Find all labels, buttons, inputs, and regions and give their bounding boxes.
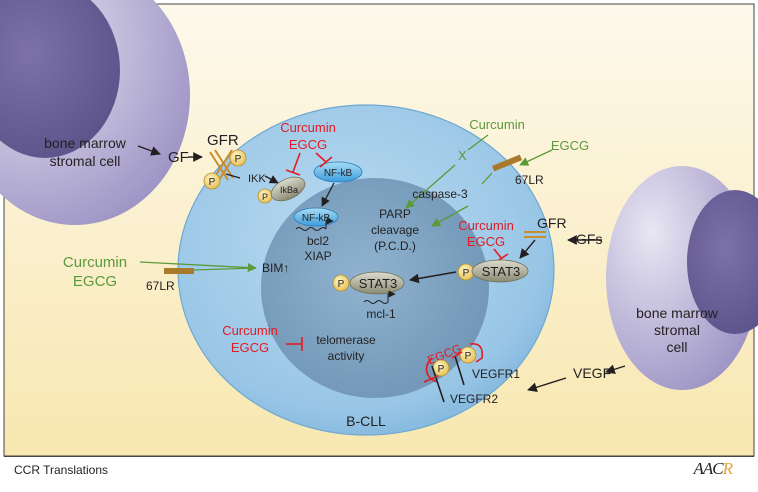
label-bmsc-right-3: cell (666, 339, 687, 355)
label-bmsc-left-1: bone marrow (44, 135, 127, 151)
p-circle: P (457, 263, 475, 281)
label-egcg-telo: EGCG (231, 340, 269, 355)
dna-strand (363, 300, 389, 304)
label-67lr-right: 67LR (515, 173, 544, 187)
p-circle: P (229, 149, 247, 167)
label-bim: BIM↑ (262, 261, 289, 275)
label-egcg-green: EGCG (551, 138, 589, 153)
label-bmsc-right-2: stromal (654, 322, 700, 338)
67lr-receptor-left (164, 268, 194, 274)
label-bmsc-right-1: bone marrow (636, 305, 719, 321)
67lr-receptor-right (491, 154, 523, 172)
label-nfkb-nuc: NF-kB (302, 213, 331, 224)
svg-text:P: P (465, 351, 472, 362)
aacr-logo: AACR (693, 459, 734, 478)
label-gf: GF (168, 149, 189, 166)
label-67lr-left: 67LR (146, 279, 175, 293)
p-circle: P (332, 274, 350, 292)
label-telomerase-2: activity (328, 349, 365, 363)
p-circle: P (432, 359, 450, 377)
label-telomerase-1: telomerase (316, 333, 376, 347)
label-vegfr2: VEGFR2 (450, 392, 498, 406)
p-circle: P (257, 188, 273, 204)
svg-text:P: P (209, 177, 216, 188)
label-parp-3: (P.C.D.) (374, 239, 416, 253)
footer-bar: CCR Translations AACR (4, 456, 754, 484)
bmsc-left (0, 0, 190, 225)
svg-text:P: P (338, 279, 345, 290)
label-bcll: B-CLL (346, 413, 386, 429)
svg-text:P: P (438, 364, 445, 375)
label-curcumin-green: Curcumin (469, 117, 525, 132)
label-parp-1: PARP (379, 207, 411, 221)
label-gfr-left: GFR (207, 132, 239, 149)
label-nfkb-cyto: NF-kB (324, 168, 353, 179)
label-x-mark: X (458, 148, 467, 163)
p-circle: P (459, 346, 477, 364)
footer-title: CCR Translations (14, 463, 109, 477)
label-curcumin-left: Curcumin (63, 254, 127, 271)
stat3-membrane (471, 259, 529, 283)
label-curcumin-top: Curcumin (280, 120, 336, 135)
ikba-protein (270, 176, 306, 202)
svg-text:P: P (262, 192, 268, 202)
label-vegf: VEGF (573, 365, 611, 381)
label-egcg-stat: EGCG (467, 234, 505, 249)
label-xiap: XIAP (304, 249, 331, 263)
label-curcumin-stat: Curcumin (458, 218, 514, 233)
svg-text:P: P (463, 268, 470, 279)
stat3-nucleus (349, 271, 405, 295)
label-gfr-right: GFR (537, 215, 567, 231)
label-ikba: IkBa (280, 185, 298, 195)
dna-strand (295, 227, 327, 231)
gfr-right-receptor (524, 231, 546, 238)
svg-text:P: P (235, 154, 242, 165)
label-egcg-left: EGCG (73, 273, 117, 290)
label-stat3-nuc: STAT3 (359, 276, 398, 291)
label-gfs: GFs (576, 231, 602, 247)
label-egcg-top: EGCG (289, 137, 327, 152)
label-vegfr1: VEGFR1 (472, 367, 520, 381)
label-bmsc-left-2: stromal cell (50, 153, 121, 169)
bmsc-right (606, 166, 758, 390)
p-circle: P (203, 172, 221, 190)
label-curcumin-telo: Curcumin (222, 323, 278, 338)
nfkb-cytoplasm (313, 161, 363, 183)
label-mcl1: mcl-1 (366, 307, 396, 321)
label-ikk: IKK (248, 173, 266, 185)
label-stat3-mem: STAT3 (482, 264, 521, 279)
label-parp-2: cleavage (371, 223, 419, 237)
label-caspase: caspase-3 (412, 187, 468, 201)
label-bcl2: bcl2 (307, 234, 329, 248)
